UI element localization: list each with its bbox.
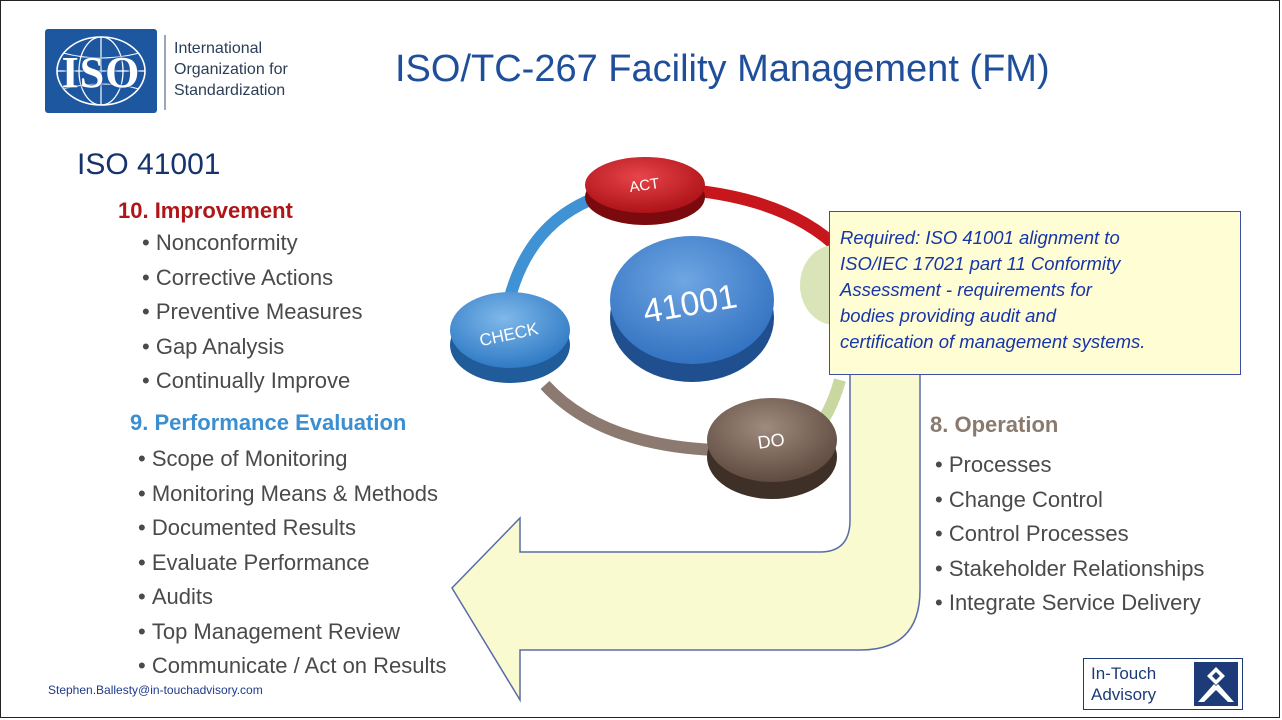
logo-divider — [164, 35, 166, 110]
logo-acronym: ISO — [61, 48, 141, 97]
globe-icon — [56, 36, 146, 106]
callout-line: certification of management systems. — [840, 331, 1146, 352]
list-item: Control Processes — [935, 517, 1204, 552]
list-item: Preventive Measures — [142, 295, 363, 330]
performance-list: Scope of Monitoring Monitoring Means & M… — [138, 442, 447, 684]
callout-line: Assessment - requirements for — [840, 279, 1092, 300]
act-disc — [585, 157, 705, 225]
standard-label: ISO 41001 — [77, 148, 221, 181]
improvement-arrow — [451, 369, 921, 703]
list-item: Scope of Monitoring — [138, 442, 447, 477]
brand-line: Advisory — [1091, 685, 1157, 704]
requirement-callout: Required: ISO 41001 alignment to ISO/IEC… — [829, 211, 1241, 375]
iso-logo: ISO — [45, 29, 157, 113]
logo-org-line: Organization for — [174, 61, 288, 78]
performance-heading: 9. Performance Evaluation — [130, 410, 407, 435]
list-item: Continually Improve — [142, 364, 362, 399]
list-item: Evaluate Performance — [138, 546, 447, 581]
figure-icon — [1194, 662, 1238, 706]
do-disc — [707, 398, 837, 499]
ring-act-do — [689, 184, 845, 255]
logo-org-line: Standardization — [174, 82, 286, 99]
callout-line: bodies providing audit and — [840, 305, 1056, 326]
list-item: Audits — [138, 580, 447, 615]
logo-org-line: International — [174, 40, 263, 57]
brand-name: In-Touch Advisory — [1091, 663, 1156, 705]
list-item: Corrective Actions — [142, 261, 362, 296]
contact-email[interactable]: Stephen.Ballesty@in-touchadvisory.com — [48, 683, 263, 697]
list-item: Integrate Service Delivery — [935, 586, 1204, 621]
list-item: Top Management Review — [138, 615, 447, 650]
list-item: Stakeholder Relationships — [935, 552, 1205, 587]
list-item: Communicate / Act on Results — [138, 649, 447, 684]
ring-check-do — [540, 380, 716, 456]
list-item: Gap Analysis — [142, 330, 362, 365]
operation-heading: 8. Operation — [930, 412, 1059, 437]
callout-line: ISO/IEC 17021 part 11 Conformity — [840, 253, 1121, 274]
slide-title: ISO/TC-267 Facility Management (FM) — [395, 48, 1050, 90]
brand-line: In-Touch — [1091, 664, 1157, 683]
act-label: ACT — [628, 175, 660, 196]
improvement-heading: 10. Improvement — [118, 198, 293, 223]
do-label: DO — [756, 429, 786, 453]
list-item: Nonconformity — [142, 226, 362, 261]
list-item: Documented Results — [138, 511, 447, 546]
logo-org-name: International Organization for Standardi… — [174, 38, 288, 101]
list-item: Monitoring Means & Methods — [138, 477, 447, 512]
callout-line: Required: ISO 41001 alignment to — [840, 227, 1120, 248]
list-item: Change Control — [935, 483, 1204, 518]
in-touch-advisory-logo: In-Touch Advisory — [1083, 658, 1243, 710]
improvement-list: Nonconformity Corrective Actions Prevent… — [142, 226, 363, 399]
list-item: Processes — [935, 448, 1204, 483]
operation-list: Processes Change Control Control Process… — [935, 448, 1205, 621]
center-disc — [610, 236, 774, 382]
check-disc — [450, 292, 570, 383]
